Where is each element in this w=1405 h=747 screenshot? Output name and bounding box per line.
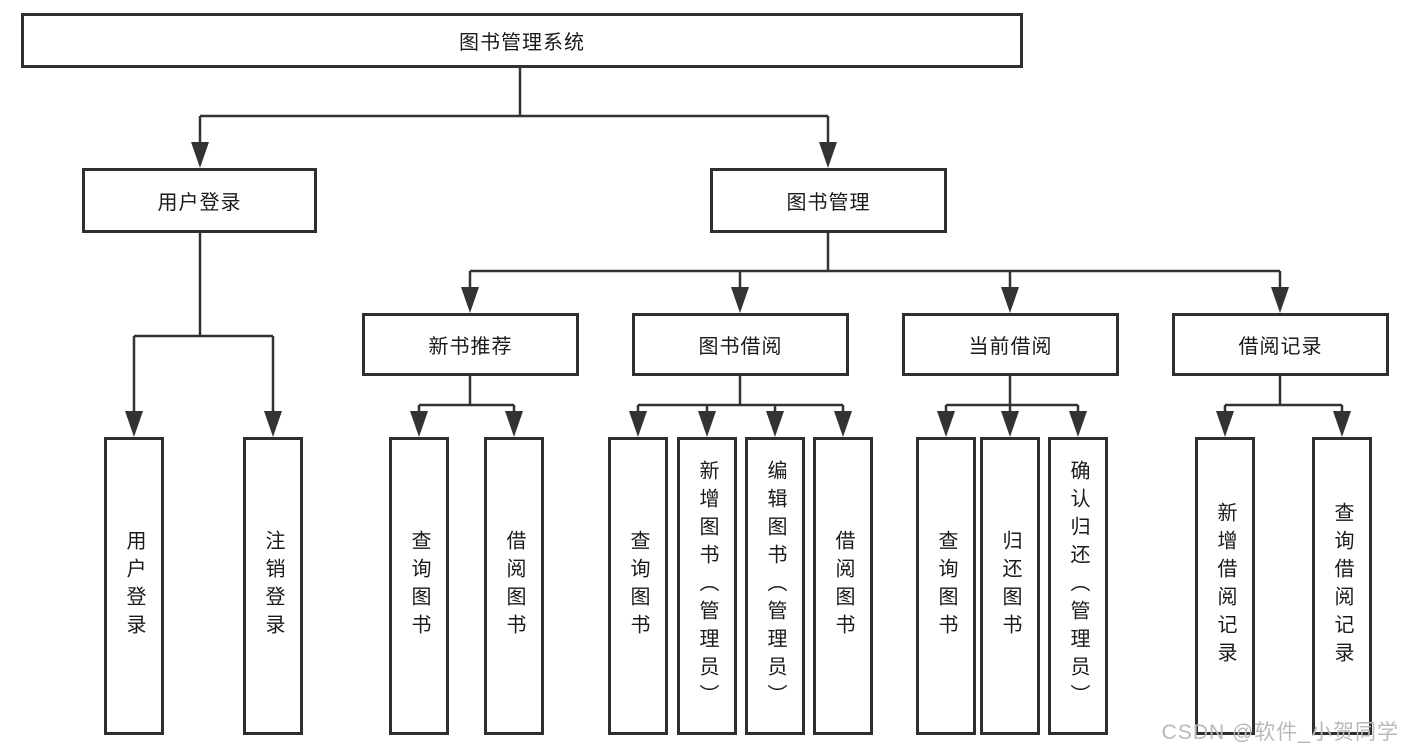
- leaf-add-books-admin: 新增图书（管理员）: [677, 437, 737, 735]
- leaf-query-books-borrow: 查询图书: [608, 437, 668, 735]
- connector-book-management: [468, 233, 1282, 290]
- connector-root: [198, 68, 830, 146]
- leaf-borrow-books-recommend: 借阅图书: [484, 437, 544, 735]
- arrow-icon: [1333, 411, 1351, 437]
- arrow-icon: [629, 411, 647, 437]
- node-user-login: 用户登录: [82, 168, 317, 233]
- connector-new-book-recommend: [417, 376, 516, 414]
- arrow-icon: [461, 287, 479, 313]
- connector-borrow-records: [1223, 376, 1344, 414]
- arrowheads: [125, 142, 1351, 437]
- csdn-watermark: CSDN @软件_小贺同学: [1161, 721, 1399, 744]
- arrow-icon: [505, 411, 523, 437]
- node-root: 图书管理系统: [21, 13, 1023, 68]
- leaf-return-books: 归还图书: [980, 437, 1040, 735]
- connector-current-borrow: [944, 376, 1080, 414]
- arrow-icon: [819, 142, 837, 168]
- arrow-icon: [1271, 287, 1289, 313]
- connector-user-login: [132, 233, 275, 414]
- node-book-management: 图书管理: [710, 168, 947, 233]
- arrow-icon: [698, 411, 716, 437]
- node-new-book-recommend: 新书推荐: [362, 313, 579, 376]
- leaf-user-login: 用户登录: [104, 437, 164, 735]
- leaf-query-borrow-record: 查询借阅记录: [1312, 437, 1372, 735]
- node-borrow-records: 借阅记录: [1172, 313, 1389, 376]
- leaf-confirm-return-admin: 确认归还（管理员）: [1048, 437, 1108, 735]
- arrow-icon: [1069, 411, 1087, 437]
- arrow-icon: [731, 287, 749, 313]
- arrow-icon: [1001, 411, 1019, 437]
- leaf-borrow-books: 借阅图书: [813, 437, 873, 735]
- arrow-icon: [937, 411, 955, 437]
- arrow-icon: [125, 411, 143, 437]
- node-book-borrow: 图书借阅: [632, 313, 849, 376]
- node-current-borrow: 当前借阅: [902, 313, 1119, 376]
- leaf-edit-books-admin: 编辑图书（管理员）: [745, 437, 805, 735]
- arrow-icon: [191, 142, 209, 168]
- arrow-icon: [1001, 287, 1019, 313]
- leaf-add-borrow-record: 新增借阅记录: [1195, 437, 1255, 735]
- arrow-icon: [1216, 411, 1234, 437]
- leaf-query-books-current: 查询图书: [916, 437, 976, 735]
- leaf-query-books-recommend: 查询图书: [389, 437, 449, 735]
- arrow-icon: [766, 411, 784, 437]
- arrow-icon: [834, 411, 852, 437]
- arrow-icon: [410, 411, 428, 437]
- leaf-logout: 注销登录: [243, 437, 303, 735]
- connector-book-borrow: [636, 376, 845, 414]
- arrow-icon: [264, 411, 282, 437]
